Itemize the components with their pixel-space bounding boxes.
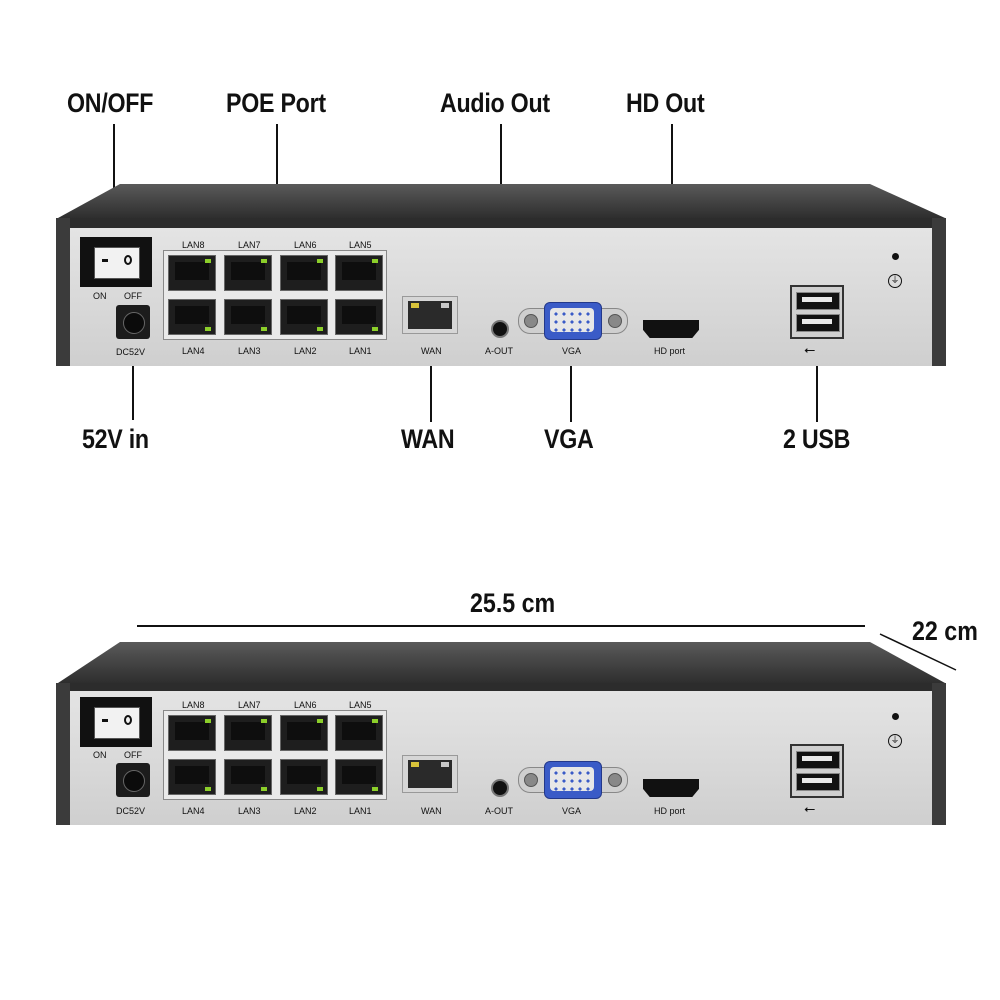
usb-symbol-icon: ⭠ bbox=[804, 800, 816, 816]
dc-label: DC52V bbox=[116, 806, 146, 816]
wan-callout: WAN bbox=[401, 424, 455, 454]
vga-label: VGA bbox=[562, 346, 582, 356]
rj45-port-icon[interactable] bbox=[168, 715, 216, 751]
vga-connector-icon[interactable] bbox=[518, 761, 628, 799]
lan7-label: LAN7 bbox=[238, 240, 261, 250]
lan5-label: LAN5 bbox=[349, 700, 372, 710]
rj45-port-icon[interactable] bbox=[224, 759, 272, 795]
lan8-label: LAN8 bbox=[182, 240, 205, 250]
usb-port-icon[interactable] bbox=[790, 744, 844, 798]
usb-callout: 2 USB bbox=[783, 424, 851, 454]
rj45-port-icon[interactable] bbox=[280, 715, 328, 751]
lan6-label: LAN6 bbox=[294, 240, 317, 250]
power-switch-icon bbox=[94, 247, 140, 279]
wan-leader-line bbox=[430, 330, 432, 422]
wan-label: WAN bbox=[421, 346, 442, 356]
indicator-dot bbox=[892, 253, 899, 260]
lan4-label: LAN4 bbox=[182, 346, 205, 356]
power-switch[interactable] bbox=[80, 237, 152, 287]
rj45-port-icon[interactable] bbox=[224, 255, 272, 291]
lan6-label: LAN6 bbox=[294, 700, 317, 710]
indicator-dot bbox=[892, 713, 899, 720]
hd-label: HD port bbox=[654, 346, 686, 356]
rj45-port-icon[interactable] bbox=[335, 255, 383, 291]
audio-jack-icon[interactable] bbox=[491, 779, 509, 797]
power-in-callout: 52V in bbox=[82, 424, 149, 454]
vga-leader-line bbox=[570, 330, 572, 422]
audio-label: A-OUT bbox=[485, 806, 513, 816]
wan-port-icon[interactable] bbox=[402, 755, 458, 793]
lan3-label: LAN3 bbox=[238, 806, 261, 816]
on-label: ON bbox=[93, 750, 107, 760]
rj45-port-icon[interactable] bbox=[224, 299, 272, 335]
on-off-callout: ON/OFF bbox=[67, 88, 154, 118]
lan7-label: LAN7 bbox=[238, 700, 261, 710]
rj45-port-icon[interactable] bbox=[280, 255, 328, 291]
rj45-port-icon[interactable] bbox=[280, 759, 328, 795]
rj45-port-icon[interactable] bbox=[168, 759, 216, 795]
hd-label: HD port bbox=[654, 806, 686, 816]
rj45-port-icon[interactable] bbox=[280, 299, 328, 335]
off-label: OFF bbox=[124, 750, 142, 760]
lan1-label: LAN1 bbox=[349, 346, 372, 356]
poe-port-callout: POE Port bbox=[226, 88, 326, 118]
rj45-port-icon[interactable] bbox=[224, 715, 272, 751]
usb-port-icon[interactable] bbox=[790, 285, 844, 339]
ground-symbol-icon: ⏚ bbox=[888, 274, 902, 288]
lan2-label: LAN2 bbox=[294, 806, 317, 816]
width-dimension-label: 25.5 cm bbox=[470, 588, 556, 618]
rj45-port-icon[interactable] bbox=[335, 759, 383, 795]
depth-dimension-label: 22 cm bbox=[912, 616, 978, 646]
dc-jack-icon[interactable] bbox=[116, 763, 150, 797]
width-dimension-line bbox=[137, 625, 865, 627]
hdmi-port-icon[interactable] bbox=[643, 320, 699, 338]
hdmi-port-icon[interactable] bbox=[643, 779, 699, 797]
dc-label: DC52V bbox=[116, 347, 146, 357]
dc-jack-icon[interactable] bbox=[116, 305, 150, 339]
ground-symbol-icon: ⏚ bbox=[888, 734, 902, 748]
power-switch-icon bbox=[94, 707, 140, 739]
lan3-label: LAN3 bbox=[238, 346, 261, 356]
power-in-leader-line bbox=[132, 358, 134, 420]
rj45-port-icon[interactable] bbox=[335, 299, 383, 335]
off-label: OFF bbox=[124, 291, 142, 301]
vga-connector-icon[interactable] bbox=[518, 302, 628, 340]
hd-out-callout: HD Out bbox=[626, 88, 705, 118]
rj45-port-icon[interactable] bbox=[168, 255, 216, 291]
wan-label: WAN bbox=[421, 806, 442, 816]
usb-leader-line bbox=[816, 330, 818, 422]
lan5-label: LAN5 bbox=[349, 240, 372, 250]
lan4-label: LAN4 bbox=[182, 806, 205, 816]
power-switch[interactable] bbox=[80, 697, 152, 747]
wan-port-icon[interactable] bbox=[402, 296, 458, 334]
audio-out-callout: Audio Out bbox=[440, 88, 550, 118]
vga-callout: VGA bbox=[544, 424, 594, 454]
rj45-port-icon[interactable] bbox=[335, 715, 383, 751]
lan1-label: LAN1 bbox=[349, 806, 372, 816]
lan2-label: LAN2 bbox=[294, 346, 317, 356]
vga-label: VGA bbox=[562, 806, 582, 816]
audio-label: A-OUT bbox=[485, 346, 513, 356]
rj45-port-icon[interactable] bbox=[168, 299, 216, 335]
lan8-label: LAN8 bbox=[182, 700, 205, 710]
usb-symbol-icon: ⭠ bbox=[804, 341, 816, 357]
on-label: ON bbox=[93, 291, 107, 301]
audio-jack-icon[interactable] bbox=[491, 320, 509, 338]
